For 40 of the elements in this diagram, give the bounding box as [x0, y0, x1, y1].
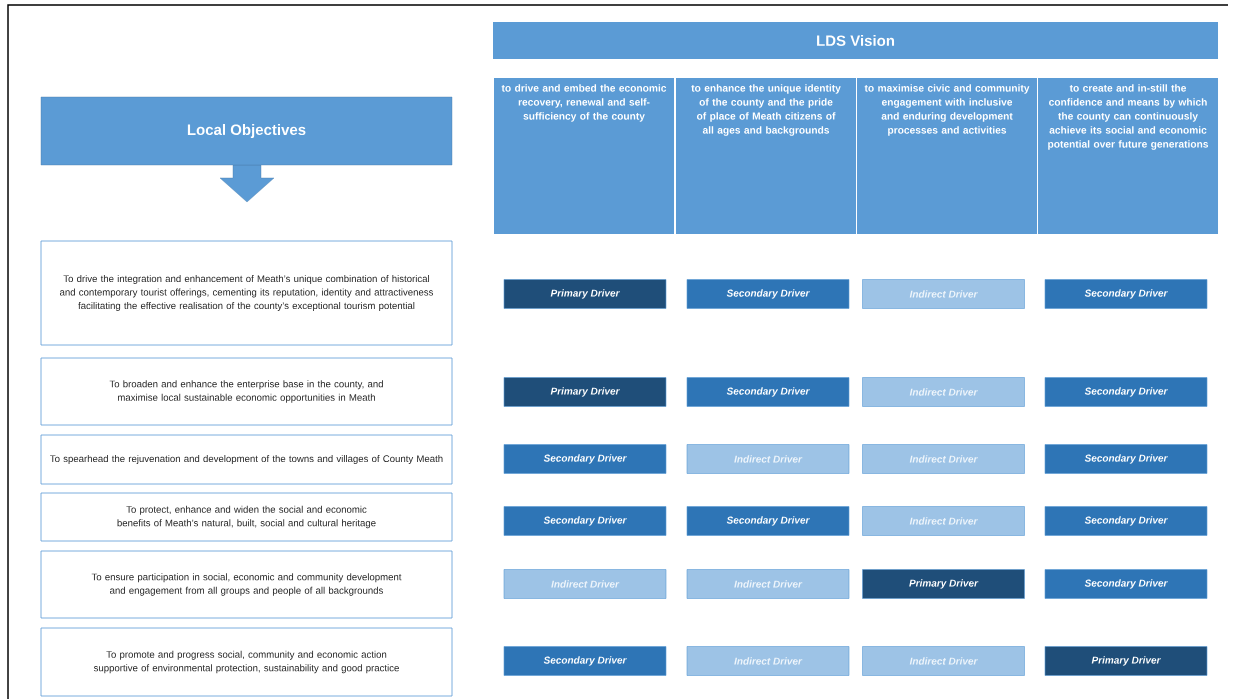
- driver-cell: Secondary Driver: [1044, 377, 1208, 407]
- driver-cell: Indirect Driver: [862, 279, 1025, 309]
- driver-cell: Indirect Driver: [686, 646, 850, 676]
- driver-cell: Primary Driver: [503, 377, 667, 407]
- driver-cell: Indirect Driver: [862, 444, 1025, 474]
- driver-cell: Secondary Driver: [1044, 506, 1208, 536]
- driver-cell: Secondary Driver: [1044, 279, 1208, 309]
- driver-cell: Secondary Driver: [686, 506, 850, 536]
- node-label: to enhance the unique identity of the county and the pride of place of Meath citizens of all ages and backgrounds: [691, 84, 841, 136]
- driver-cell: Secondary Driver: [503, 506, 667, 536]
- vision-column: to create and in-still the confidence and means by which the county can continuously achieve its social and economic potential over future generations: [1038, 78, 1218, 234]
- driver-cell: Indirect Driver: [862, 646, 1025, 676]
- driver-cell: Indirect Driver: [686, 569, 850, 599]
- objective-box: To drive the integration and enhancement of Meath’s unique combination of historical and contemporary tourist offerings, cementing its reputation, identity and attractiveness facilitating the effective realisation of the county’s exceptional tourism potential: [40, 240, 453, 346]
- arrow-callout-box: Local Objectives: [40, 96, 453, 203]
- objective-box: To broaden and enhance the enterprise base in the county, and maximise local sustainable economic opportunities in Meath: [40, 357, 453, 426]
- driver-cell: Primary Driver: [862, 569, 1025, 599]
- node-label: to drive and embed the economic recovery, renewal and self-sufficiency of the county: [501, 84, 667, 122]
- driver-cell: Secondary Driver: [503, 646, 667, 676]
- node-label: to maximise civic and community engagement with inclusive and enduring development processes and activities: [864, 84, 1030, 136]
- node-label: to create and in-still the confidence and means by which the county can continuously achieve its social and economic potential over future generations: [1048, 84, 1209, 150]
- vision-column: to enhance the unique identity of the county and the pride of place of Meath citizens of all ages and backgrounds: [676, 78, 856, 234]
- driver-cell: Secondary Driver: [1044, 569, 1208, 599]
- driver-cell: Secondary Driver: [686, 377, 850, 407]
- objective-box: To promote and progress social, community and economic action supportive of environmental protection, sustainability and good practice: [40, 627, 453, 697]
- driver-cell: Secondary Driver: [686, 279, 850, 309]
- driver-cell: Indirect Driver: [862, 506, 1025, 536]
- header-band: LDS Vision: [493, 22, 1218, 59]
- driver-cell: Indirect Driver: [862, 377, 1025, 407]
- objective-box: To protect, enhance and widen the social and economic benefits of Meath’s natural, built, social and cultural heritage: [40, 492, 453, 542]
- objective-box: To ensure participation in social, economic and community development and engagement from all groups and people of all backgrounds: [40, 550, 453, 619]
- driver-cell: Indirect Driver: [686, 444, 850, 474]
- objective-box: To spearhead the rejuvenation and development of the towns and villages of County Meath: [40, 434, 453, 485]
- vision-column: to drive and embed the economic recovery, renewal and self-sufficiency of the county: [494, 78, 674, 234]
- driver-cell: Indirect Driver: [503, 569, 667, 599]
- vision-column: to maximise civic and community engagement with inclusive and enduring development processes and activities: [857, 78, 1037, 234]
- driver-cell: Primary Driver: [1044, 646, 1208, 676]
- driver-cell: Primary Driver: [503, 279, 667, 309]
- driver-cell: Secondary Driver: [503, 444, 667, 474]
- driver-cell: Secondary Driver: [1044, 444, 1208, 474]
